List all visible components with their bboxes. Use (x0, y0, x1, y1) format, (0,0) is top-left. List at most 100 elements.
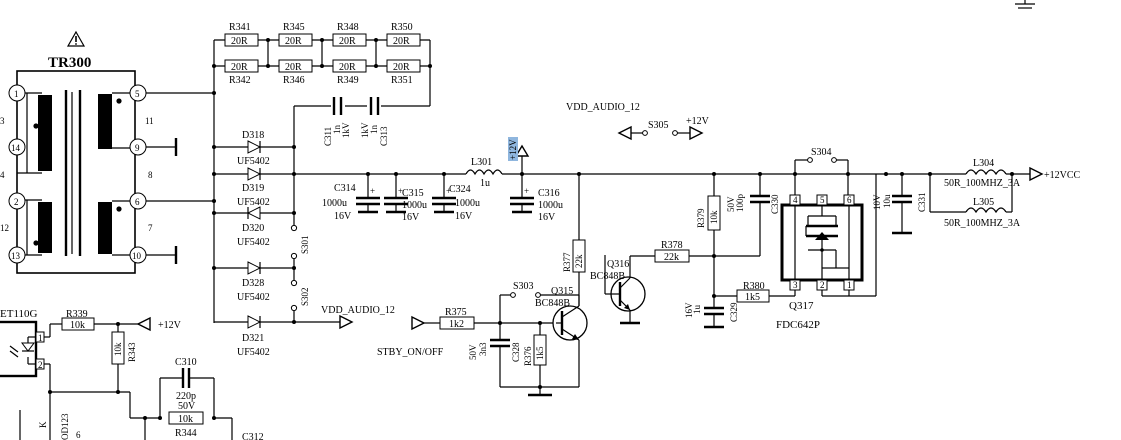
svg-text:22k: 22k (664, 252, 679, 263)
svg-text:UF5402: UF5402 (237, 347, 270, 358)
svg-text:UF5402: UF5402 (237, 197, 270, 208)
resistor-r379: 10k R379 (696, 174, 721, 296)
svg-text:50V: 50V (726, 196, 736, 212)
jumper-s301: S301 (290, 224, 310, 260)
svg-text:R351: R351 (391, 75, 413, 86)
svg-text:13: 13 (11, 251, 21, 261)
svg-text:FDC642P: FDC642P (776, 319, 820, 331)
svg-text:2: 2 (14, 197, 19, 207)
svg-text:10V: 10V (872, 194, 882, 210)
svg-text:220p: 220p (176, 391, 196, 402)
capacitor-c324: + C324 1000u 16V (432, 174, 480, 222)
svg-text:6: 6 (76, 430, 81, 440)
svg-text:L305: L305 (973, 197, 994, 208)
net-vdd-audio-top: VDD_AUDIO_12 (566, 102, 643, 141)
capacitor-c328: 50V 3n3 C328 (468, 323, 521, 387)
svg-text:C316: C316 (538, 188, 560, 199)
mosfet-q317: 4 5 6 3 2 1 Q317 FDC642P (776, 194, 864, 331)
svg-text:+12V: +12V (508, 139, 518, 160)
svg-text:1: 1 (847, 280, 852, 290)
diode-d320: D320 UF5402 (214, 206, 294, 248)
svg-text:1000u: 1000u (455, 198, 480, 209)
capacitor-c313: 1kV 1n C313 (360, 122, 389, 146)
svg-text:C312: C312 (242, 432, 264, 440)
inductor-l301: L301 1u (471, 157, 492, 189)
capacitor-c314: + C314 1000u 16V (322, 174, 380, 222)
svg-text:VDD_AUDIO_12: VDD_AUDIO_12 (321, 305, 395, 316)
svg-text:C315: C315 (402, 188, 424, 199)
svg-text:L304: L304 (973, 158, 994, 169)
svg-text:+12V: +12V (158, 320, 182, 331)
bottom-left-wiring (44, 363, 233, 440)
svg-text:S301: S301 (300, 235, 310, 254)
inductor-l305: L305 50R_100MHZ_3A (929, 174, 1021, 229)
svg-text:1u: 1u (692, 305, 702, 315)
svg-text:16V: 16V (684, 302, 694, 318)
svg-text:3: 3 (793, 280, 798, 290)
transistor-q316: Q316 BC848B (590, 256, 646, 325)
resistor-r377: 22k R377 (562, 174, 586, 306)
ground-symbol-top-right (1015, 0, 1035, 9)
svg-text:100p: 100p (735, 194, 745, 213)
svg-text:L301: L301 (471, 157, 492, 168)
capacitor-c329: 16V 1u C329 (684, 294, 739, 329)
svg-text:20R: 20R (285, 36, 302, 47)
svg-text:+: + (398, 186, 403, 196)
svg-text:R344: R344 (175, 428, 197, 439)
svg-text:20R: 20R (285, 62, 302, 73)
diode-d328: D328 UF5402 (214, 261, 294, 303)
svg-text:6: 6 (135, 197, 140, 207)
svg-text:1: 1 (38, 333, 43, 343)
resistor-r378: R378 22k (654, 240, 760, 263)
svg-text:R349: R349 (337, 75, 359, 86)
svg-text:S302: S302 (300, 287, 310, 306)
jumper-s302: S302 (290, 279, 310, 312)
svg-text:10k: 10k (178, 414, 193, 425)
capacitor-c312-label: C312 (242, 432, 264, 440)
net-stby-on-off: STBY_ON/OFF (377, 315, 444, 358)
resistor-r376: 1k5 R376 (523, 323, 547, 395)
svg-text:R378: R378 (661, 240, 683, 251)
svg-text:20R: 20R (393, 62, 410, 73)
svg-text:16V: 16V (538, 212, 556, 223)
svg-text:VDD_AUDIO_12: VDD_AUDIO_12 (566, 102, 640, 113)
svg-text:R376: R376 (523, 346, 533, 366)
svg-text:R342: R342 (229, 75, 251, 86)
resistor-r351: 20R R351 (386, 59, 421, 86)
net-plus12vcc: +12VCC (1029, 166, 1081, 182)
svg-text:1000u: 1000u (402, 200, 427, 211)
svg-text:10: 10 (132, 251, 142, 261)
svg-text:1k5: 1k5 (745, 292, 760, 303)
jumper-s305: S305 +12V (642, 116, 710, 141)
net-plus12v-marker: +12V (508, 137, 530, 174)
resistor-r375: R375 1k2 (439, 307, 556, 330)
svg-text:50R_100MHZ_3A: 50R_100MHZ_3A (944, 218, 1021, 229)
svg-text:R375: R375 (445, 307, 467, 318)
resistor-r346: 20R R346 (278, 59, 313, 86)
svg-text:3: 3 (0, 116, 5, 126)
svg-text:5: 5 (820, 195, 825, 205)
svg-text:Q317: Q317 (789, 300, 814, 312)
capacitor-c330: 50V 100p C330 (726, 174, 780, 256)
svg-text:1kV: 1kV (341, 122, 351, 138)
svg-text:D328: D328 (242, 278, 264, 289)
resistor-r348: R348 20R (332, 22, 367, 47)
svg-text:+: + (370, 186, 375, 196)
svg-text:12: 12 (0, 223, 9, 233)
svg-text:C324: C324 (449, 184, 471, 195)
capacitor-c331: 10V 10u C331 (872, 174, 927, 235)
resistor-r342: 20R R342 (224, 59, 259, 86)
inductor-l304: L304 50R_100MHZ_3A (930, 158, 1030, 189)
svg-text:1u: 1u (480, 178, 490, 189)
resistor-r339: R339 10k +12V (44, 309, 182, 338)
svg-text:D320: D320 (242, 223, 264, 234)
svg-text:20R: 20R (231, 36, 248, 47)
svg-text:16V: 16V (334, 211, 352, 222)
svg-text:11: 11 (145, 116, 154, 126)
svg-text:14: 14 (11, 143, 21, 153)
svg-text:1k5: 1k5 (535, 346, 545, 360)
svg-text:D319: D319 (242, 183, 264, 194)
svg-text:+: + (524, 186, 529, 196)
transistor-q315: Q315 BC848B (535, 286, 588, 387)
diode-od123-partial: K OD123 6 (19, 410, 81, 440)
